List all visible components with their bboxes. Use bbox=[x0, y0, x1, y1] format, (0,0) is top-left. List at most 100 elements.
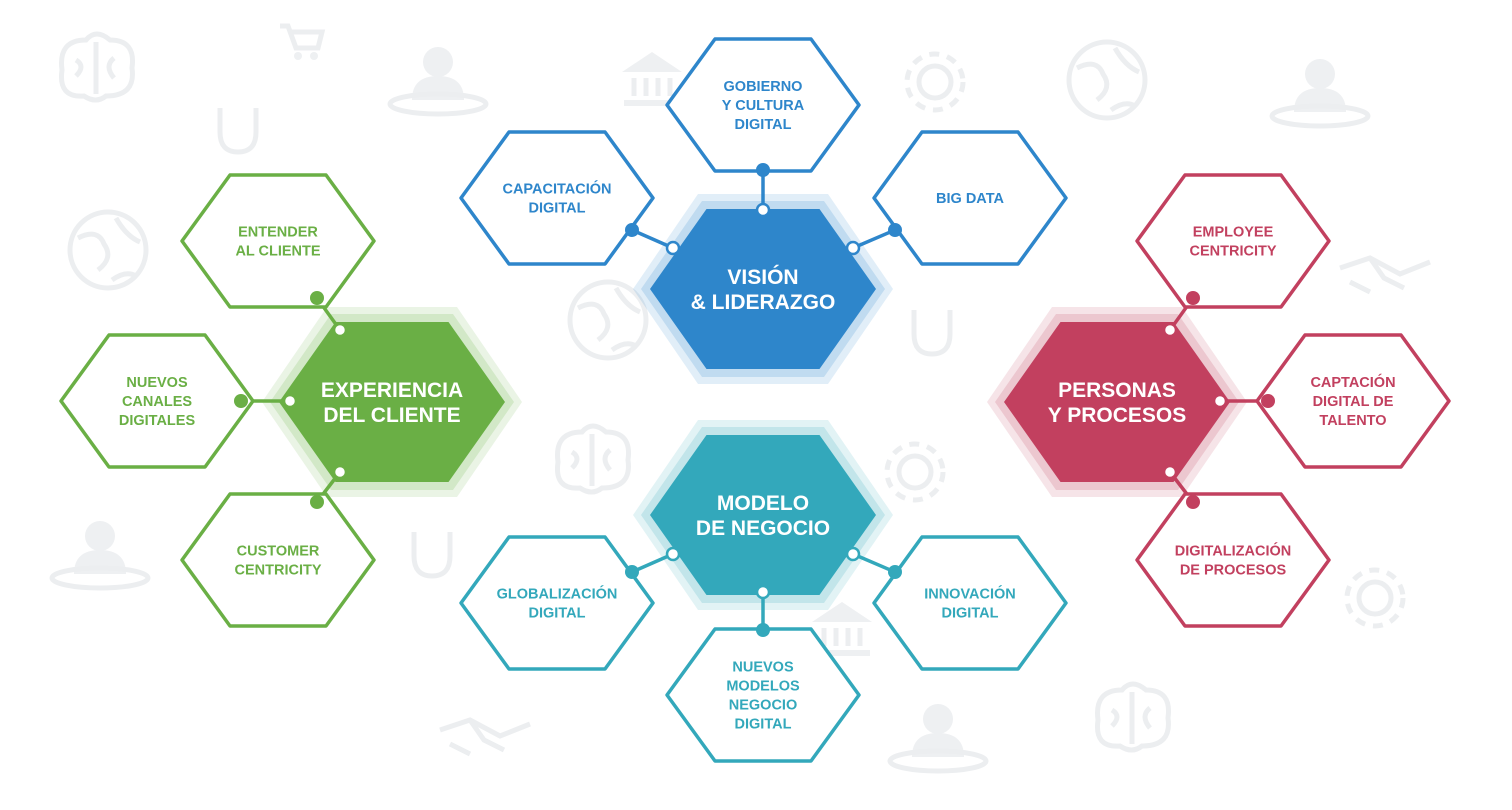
hub-port-dot-nuevos-modelos bbox=[755, 584, 771, 600]
node-entender-label-line: AL CLIENTE bbox=[235, 244, 320, 260]
node-capacitacion-label-line: DIGITAL bbox=[529, 201, 586, 217]
hub-port-dot-canales bbox=[282, 393, 298, 409]
hub-port-dot-globalizacion bbox=[665, 546, 681, 562]
node-entender: ENTENDER AL CLIENTE bbox=[180, 173, 376, 309]
brain-icon bbox=[554, 423, 632, 495]
node-canales: NUEVOS CANALES DIGITALES bbox=[59, 333, 255, 469]
node-employee-label-line: CENTRICITY bbox=[1190, 244, 1277, 260]
hub-port-dot-employee bbox=[1162, 322, 1178, 338]
node-canales-label-line: NUEVOS bbox=[126, 375, 188, 391]
junction-dot-nuevos-modelos bbox=[756, 623, 770, 637]
node-nuevos-modelos-label-line: NUEVOS bbox=[732, 660, 794, 676]
magnet-icon bbox=[411, 532, 453, 579]
node-globalizacion-label-line: DIGITAL bbox=[529, 606, 586, 622]
node-gobierno-label-line: DIGITAL bbox=[735, 117, 792, 133]
hub-port-dot-digitalizacion bbox=[1162, 464, 1178, 480]
hub-business-label-line: DE NEGOCIO bbox=[696, 517, 830, 540]
node-gobierno-label-line: GOBIERNO bbox=[724, 79, 803, 95]
node-nuevos-modelos: NUEVOS MODELOS NEGOCIO DIGITAL bbox=[665, 627, 861, 763]
hub-business-label-line: MODELO bbox=[717, 492, 809, 515]
hub-customer-label-line: EXPERIENCIA bbox=[321, 379, 463, 402]
node-employee: EMPLOYEE CENTRICITY bbox=[1135, 173, 1331, 309]
gear-icon bbox=[884, 441, 946, 503]
hub-vision-label-line: VISIÓN bbox=[727, 265, 798, 289]
junction-dot-customer-centricity bbox=[310, 495, 324, 509]
node-capacitacion: CAPACITACIÓN DIGITAL bbox=[459, 130, 655, 266]
node-capacitacion-label-line: CAPACITACIÓN bbox=[502, 180, 611, 198]
junction-dot-gobierno bbox=[756, 163, 770, 177]
junction-dot-canales bbox=[234, 394, 248, 408]
magnet-icon bbox=[217, 108, 259, 155]
node-customer-centricity-label-line: CENTRICITY bbox=[235, 563, 322, 579]
handshake-icon bbox=[439, 717, 531, 757]
person-icon bbox=[887, 704, 989, 774]
node-globalizacion-label-line: GLOBALIZACIÓN bbox=[497, 585, 618, 603]
node-innovacion: INNOVACIÓN DIGITAL bbox=[872, 535, 1068, 671]
node-bigdata: BIG DATA bbox=[872, 130, 1068, 266]
gear-icon bbox=[1344, 567, 1406, 629]
node-canales-label-line: DIGITALES bbox=[119, 413, 196, 429]
junction-dot-digitalizacion bbox=[1186, 495, 1200, 509]
node-captacion-label-line: CAPTACIÓN bbox=[1310, 373, 1395, 391]
hub-port-dot-customer-centricity bbox=[332, 464, 348, 480]
person-icon bbox=[49, 521, 151, 591]
brain-icon bbox=[1094, 681, 1172, 753]
gear-icon bbox=[904, 51, 966, 113]
hub-port-dot-bigdata bbox=[845, 240, 861, 256]
node-entender-label-line: ENTENDER bbox=[238, 225, 318, 241]
node-bigdata-label-line: BIG DATA bbox=[936, 191, 1004, 207]
hub-port-dot-gobierno bbox=[755, 202, 771, 218]
node-nuevos-modelos-label-line: NEGOCIO bbox=[729, 698, 797, 714]
junction-dot-captacion bbox=[1261, 394, 1275, 408]
junction-dot-innovacion bbox=[888, 565, 902, 579]
node-innovacion-label-line: DIGITAL bbox=[942, 606, 999, 622]
connector-bigdata bbox=[852, 228, 896, 250]
handshake-icon bbox=[1339, 255, 1431, 295]
node-nuevos-modelos-label-line: MODELOS bbox=[726, 679, 800, 695]
node-captacion: CAPTACIÓN DIGITAL DE TALENTO bbox=[1255, 333, 1451, 469]
node-globalizacion: GLOBALIZACIÓN DIGITAL bbox=[459, 535, 655, 671]
node-digitalizacion-label-line: DIGITALIZACIÓN bbox=[1175, 542, 1292, 560]
globe-icon bbox=[67, 209, 149, 291]
hub-port-dot-capacitacion bbox=[665, 240, 681, 256]
node-canales-label-line: CANALES bbox=[122, 394, 192, 410]
hub-port-dot-entender bbox=[332, 322, 348, 338]
hub-port-dot-innovacion bbox=[845, 546, 861, 562]
junction-dot-bigdata bbox=[888, 223, 902, 237]
junction-dot-capacitacion bbox=[625, 223, 639, 237]
hub-vision: VISIÓN& LIDERAZGO bbox=[633, 194, 893, 384]
cart-icon bbox=[280, 23, 326, 60]
hub-people-label-line: PERSONAS bbox=[1058, 379, 1176, 402]
magnet-icon bbox=[911, 310, 953, 357]
node-customer-centricity: CUSTOMER CENTRICITY bbox=[180, 492, 376, 628]
person-icon bbox=[387, 47, 489, 117]
background-watermark-icons bbox=[49, 23, 1431, 774]
node-innovacion-label-line: INNOVACIÓN bbox=[924, 585, 1016, 603]
node-gobierno-label-line: Y CULTURA bbox=[722, 98, 805, 114]
connector-globalizacion bbox=[631, 552, 674, 574]
connector-capacitacion bbox=[631, 228, 674, 250]
node-digitalizacion-label-line: DE PROCESOS bbox=[1180, 563, 1287, 579]
hub-customer-label-line: DEL CLIENTE bbox=[323, 404, 460, 427]
node-customer-centricity-label-line: CUSTOMER bbox=[237, 544, 320, 560]
node-digitalizacion: DIGITALIZACIÓN DE PROCESOS bbox=[1135, 492, 1331, 628]
globe-icon bbox=[1066, 39, 1148, 121]
globe-icon bbox=[567, 279, 649, 361]
node-captacion-label-line: DIGITAL DE bbox=[1313, 394, 1394, 410]
node-gobierno: GOBIERNO Y CULTURA DIGITAL bbox=[665, 37, 861, 173]
connector-innovacion bbox=[852, 552, 896, 574]
hub-people-label-line: Y PROCESOS bbox=[1048, 404, 1187, 427]
junction-dot-employee bbox=[1186, 291, 1200, 305]
bank-icon bbox=[622, 52, 682, 106]
hub-vision-label-line: & LIDERAZGO bbox=[691, 291, 836, 314]
node-nuevos-modelos-label-line: DIGITAL bbox=[735, 717, 792, 733]
hub-port-dot-captacion bbox=[1212, 393, 1228, 409]
node-employee-label-line: EMPLOYEE bbox=[1193, 225, 1274, 241]
junction-dot-entender bbox=[310, 291, 324, 305]
node-captacion-label-line: TALENTO bbox=[1319, 413, 1386, 429]
